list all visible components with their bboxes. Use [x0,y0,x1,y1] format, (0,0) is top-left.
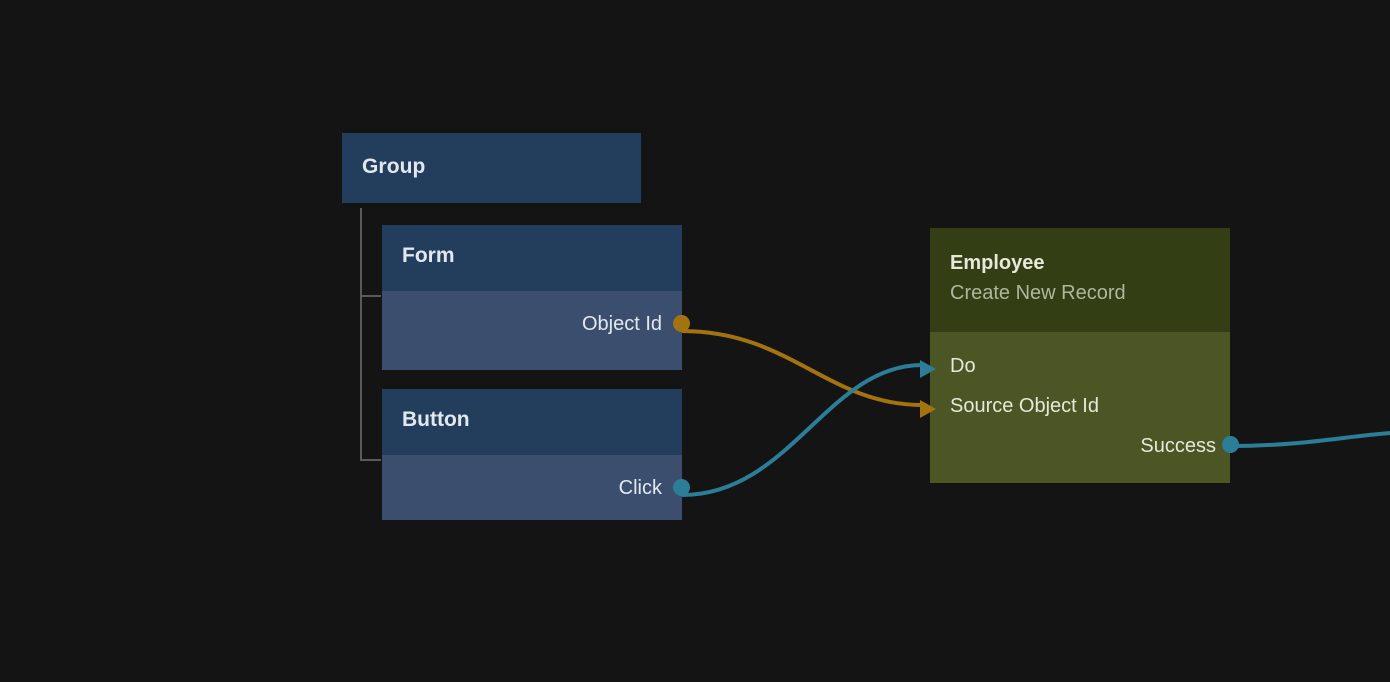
node-button-title: Button [402,408,470,431]
wire-success-out [1229,431,1390,448]
node-employee-title: Employee [950,252,1045,274]
tree-line-branch-button [360,459,381,461]
port-button-click[interactable]: Click [619,477,662,500]
port-employee-do-label: Do [950,355,976,377]
port-dot-click[interactable] [673,479,690,496]
node-form[interactable]: Form Object Id [382,225,690,370]
port-employee-success-label: Success [1140,435,1216,457]
port-dot-success[interactable] [1222,436,1239,453]
node-employee-body: Do Source Object Id Success [920,332,1239,483]
arrow-icon-do-input[interactable] [920,360,936,378]
node-button-body: Click [382,455,690,520]
node-form-header: Form [382,225,682,291]
tree-line-branch-form [360,295,381,297]
node-group-title: Group [362,155,426,178]
port-dot-object-id[interactable] [673,315,690,332]
node-form-title: Form [402,244,455,267]
node-employee-header: Employee Create New Record [930,228,1230,332]
port-form-object-id-label: Object Id [581,313,662,335]
node-form-body: Object Id [382,291,690,370]
port-button-click-label: Click [618,477,662,499]
arrow-icon-source-object-id-input[interactable] [920,400,936,418]
node-employee-subtitle: Create New Record [950,282,1126,304]
node-employee[interactable]: Employee Create New Record Do Source Obj… [920,228,1239,483]
port-employee-source-object-id-label: Source Object Id [950,395,1099,417]
tree-line-vertical [360,208,362,461]
wire-click-to-do [681,363,923,497]
node-group[interactable]: Group [342,133,641,203]
port-form-object-id[interactable]: Object Id [582,313,662,336]
node-button-header: Button [382,389,682,455]
node-button[interactable]: Button Click [382,389,690,520]
wire-object-id-to-source-object-id [681,329,923,407]
